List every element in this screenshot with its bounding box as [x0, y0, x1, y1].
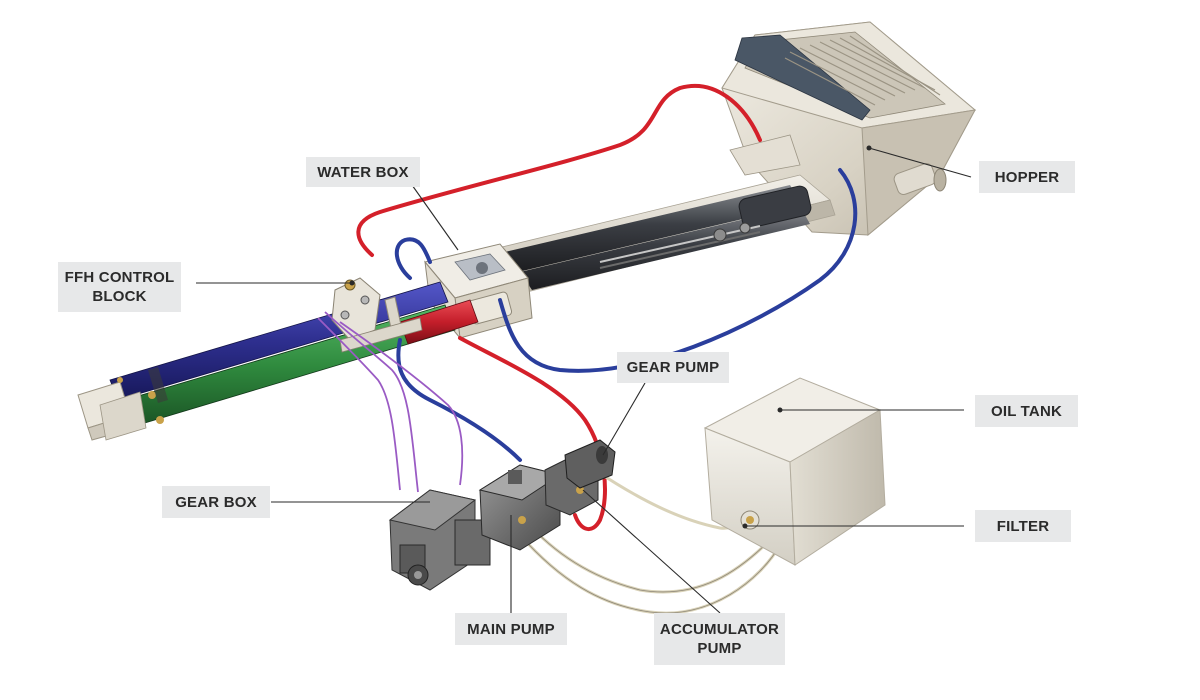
label-oil-tank: OIL TANK: [975, 395, 1078, 427]
oil-tank: [703, 377, 886, 566]
hopper-grate: [784, 35, 941, 106]
label-water-box: WATER BOX: [306, 157, 420, 187]
main-cylinder: [505, 185, 812, 290]
label-gear-box: GEAR BOX: [162, 486, 270, 518]
gear-box: [388, 489, 491, 591]
label-hopper: HOPPER: [979, 161, 1075, 193]
label-accumulator-pump: ACCUMULATOR PUMP: [654, 613, 785, 665]
main-pump: [478, 464, 562, 551]
label-main-pump: MAIN PUMP: [455, 613, 567, 645]
gear-pump: [564, 439, 616, 489]
label-gear-pump: GEAR PUMP: [617, 352, 729, 383]
purple-hose: [317, 311, 464, 493]
leader-lines: [196, 145, 972, 614]
label-filter: FILTER: [975, 510, 1071, 542]
blue-hose: [394, 168, 858, 462]
label-ffh-control-block: FFH CONTROL BLOCK: [58, 262, 181, 312]
